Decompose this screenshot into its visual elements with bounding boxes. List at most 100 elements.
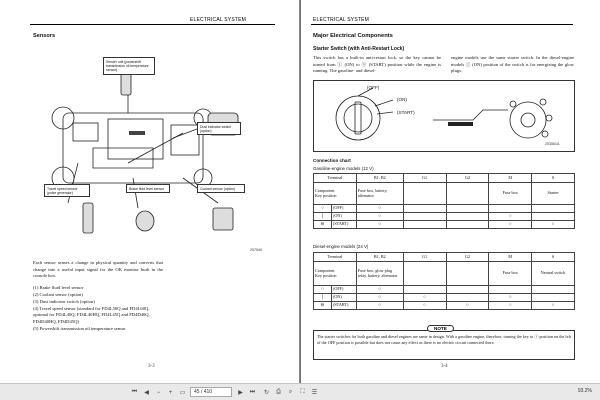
search-icon[interactable]: ⌕ bbox=[288, 389, 293, 395]
callout-coolant: Coolant sensor (option) bbox=[197, 184, 245, 194]
page-number: 3-3 bbox=[148, 364, 155, 369]
previous-page-icon[interactable]: ◀ bbox=[144, 390, 149, 396]
list-item: (3) Dust indicator switch (option) bbox=[33, 299, 95, 304]
label-plate bbox=[129, 131, 145, 135]
page-header: ELECTRICAL SYSTEM bbox=[190, 17, 247, 23]
leader-line bbox=[376, 111, 394, 115]
callout-brake-fluid: Brake fluid level sensor bbox=[126, 184, 170, 194]
body-paragraph: Each sensor senses a change in physical … bbox=[33, 260, 163, 279]
gasoline-caption: Gasoline-engine models (12 V) bbox=[313, 166, 374, 171]
header-s: S bbox=[531, 173, 575, 183]
header-g1: G1 bbox=[402, 252, 447, 262]
row-off: (OFF) bbox=[330, 204, 357, 213]
wheel-front-left bbox=[51, 106, 75, 130]
row-start: (START) bbox=[330, 220, 357, 229]
page-header: ELECTRICAL SYSTEM bbox=[313, 17, 370, 23]
callout-travel-speed: Travel speed sensor (pulse generator) bbox=[44, 184, 90, 198]
header-s: S bbox=[531, 252, 575, 262]
component-label: Component bbox=[315, 187, 335, 193]
note-label: NOTE bbox=[427, 325, 454, 332]
list-item: (1) Brake fluid level sensor bbox=[33, 285, 84, 290]
row-on: (ON) bbox=[330, 212, 357, 221]
subsection-title: Starter Switch (with Anti-Restart Lock) bbox=[313, 46, 405, 52]
switch-dial bbox=[335, 95, 381, 141]
rotate-icon[interactable]: ↻ bbox=[263, 390, 270, 396]
fit-page-icon[interactable]: ▭ bbox=[179, 390, 186, 396]
fuel-tank bbox=[92, 147, 154, 169]
header-terminal: Terminal bbox=[313, 173, 357, 183]
cell-component-b1b2: Fuse box, glow plug relay, battery, alte… bbox=[355, 261, 404, 286]
speed-sensor-drawing bbox=[82, 202, 94, 234]
switch-dial-inner bbox=[343, 103, 373, 133]
key-position-label: Key position bbox=[315, 272, 337, 278]
header-g1: G1 bbox=[402, 173, 447, 183]
switch-center bbox=[520, 112, 536, 128]
header-g2: G2 bbox=[445, 252, 490, 262]
header-rule bbox=[30, 24, 275, 25]
fullscreen-icon[interactable]: ⛶ bbox=[300, 389, 305, 395]
paragraph-right: engine models use the same starter switc… bbox=[451, 55, 574, 74]
terminal bbox=[545, 114, 553, 122]
starter-switch-figure bbox=[335, 87, 553, 141]
header-rule bbox=[311, 24, 573, 25]
terminal bbox=[541, 130, 549, 138]
label-on: (ON) bbox=[397, 97, 407, 102]
switch-body bbox=[509, 101, 547, 139]
header-b1b2: B1, B2 bbox=[355, 173, 404, 183]
brake-sensor-drawing bbox=[135, 210, 155, 232]
callout-dust-indicator: Dust indicator switch (option) bbox=[197, 122, 241, 136]
first-page-icon[interactable]: ⏮ bbox=[131, 389, 138, 395]
list-item: (4) Travel speed sensor (standard for FD… bbox=[33, 306, 150, 324]
cell-component-m: Fuse box bbox=[488, 182, 533, 205]
header-m: M bbox=[488, 252, 533, 262]
key-slot bbox=[354, 101, 362, 135]
callout-sender-unit: Sender unit (powershift transmission oil… bbox=[103, 57, 155, 75]
list-item: (2) Coolant sensor (option) bbox=[33, 292, 83, 297]
transmission bbox=[107, 118, 164, 160]
terminal bbox=[509, 100, 517, 108]
left-page: ELECTRICAL SYSTEM Sensors bbox=[0, 0, 300, 383]
figure-id: 207549 bbox=[250, 248, 262, 252]
connection-chart-title: Connection chart bbox=[313, 158, 351, 163]
terminal bbox=[539, 98, 547, 106]
print-icon[interactable]: ⎙ bbox=[276, 389, 281, 395]
header-terminal: Terminal bbox=[313, 252, 357, 262]
header-g2: G2 bbox=[445, 173, 490, 183]
section-title: Sensors bbox=[33, 33, 56, 39]
row-off: (OFF) bbox=[330, 285, 357, 294]
paragraph-left: This switch has a built-in anti-restart … bbox=[313, 55, 441, 74]
cell-component-s: Starter bbox=[531, 182, 575, 205]
viewer-toolbar: ⏮ ◀ − + ▭ 45 / 410 ▶ ⏭ ↻ ⎙ ⌕ ⛶ ☰ 93.2% bbox=[0, 383, 600, 400]
page-number-field[interactable]: 45 / 410 bbox=[190, 387, 232, 397]
cell-component-s: Neutral switch bbox=[531, 261, 575, 286]
diesel-caption: Diesel-engine models (24 V) bbox=[313, 244, 369, 249]
right-page: ELECTRICAL SYSTEM Major Electrical Compo… bbox=[301, 0, 600, 383]
row-on: (ON) bbox=[330, 293, 357, 302]
last-page-icon[interactable]: ⏭ bbox=[249, 389, 256, 395]
label-off: (OFF) bbox=[367, 85, 380, 90]
engine-block bbox=[72, 122, 99, 142]
next-page-icon[interactable]: ▶ bbox=[238, 390, 243, 396]
key-shaft bbox=[448, 122, 473, 126]
frame-outline bbox=[62, 112, 204, 184]
zoom-in-icon[interactable]: + bbox=[168, 389, 173, 396]
label-start: (START) bbox=[397, 110, 415, 115]
note-text: The starter switches for both gasoline a… bbox=[317, 334, 571, 345]
cell-component-b1b2: Fuse box, battery, alternator bbox=[355, 182, 404, 205]
component-label: Component bbox=[315, 267, 335, 273]
header-b1b2: B1, B2 bbox=[355, 252, 404, 262]
leader-line bbox=[374, 99, 394, 107]
coolant-sensor-drawing bbox=[212, 207, 234, 231]
list-item: (5) Powershift transmission oil temperat… bbox=[33, 326, 126, 331]
leader-line bbox=[357, 87, 374, 97]
row-start: (START) bbox=[330, 301, 357, 310]
zoom-out-icon[interactable]: − bbox=[156, 389, 161, 396]
menu-icon[interactable]: ☰ bbox=[311, 390, 318, 396]
section-title: Major Electrical Components bbox=[313, 33, 393, 39]
sender-unit-drawing bbox=[120, 72, 132, 96]
